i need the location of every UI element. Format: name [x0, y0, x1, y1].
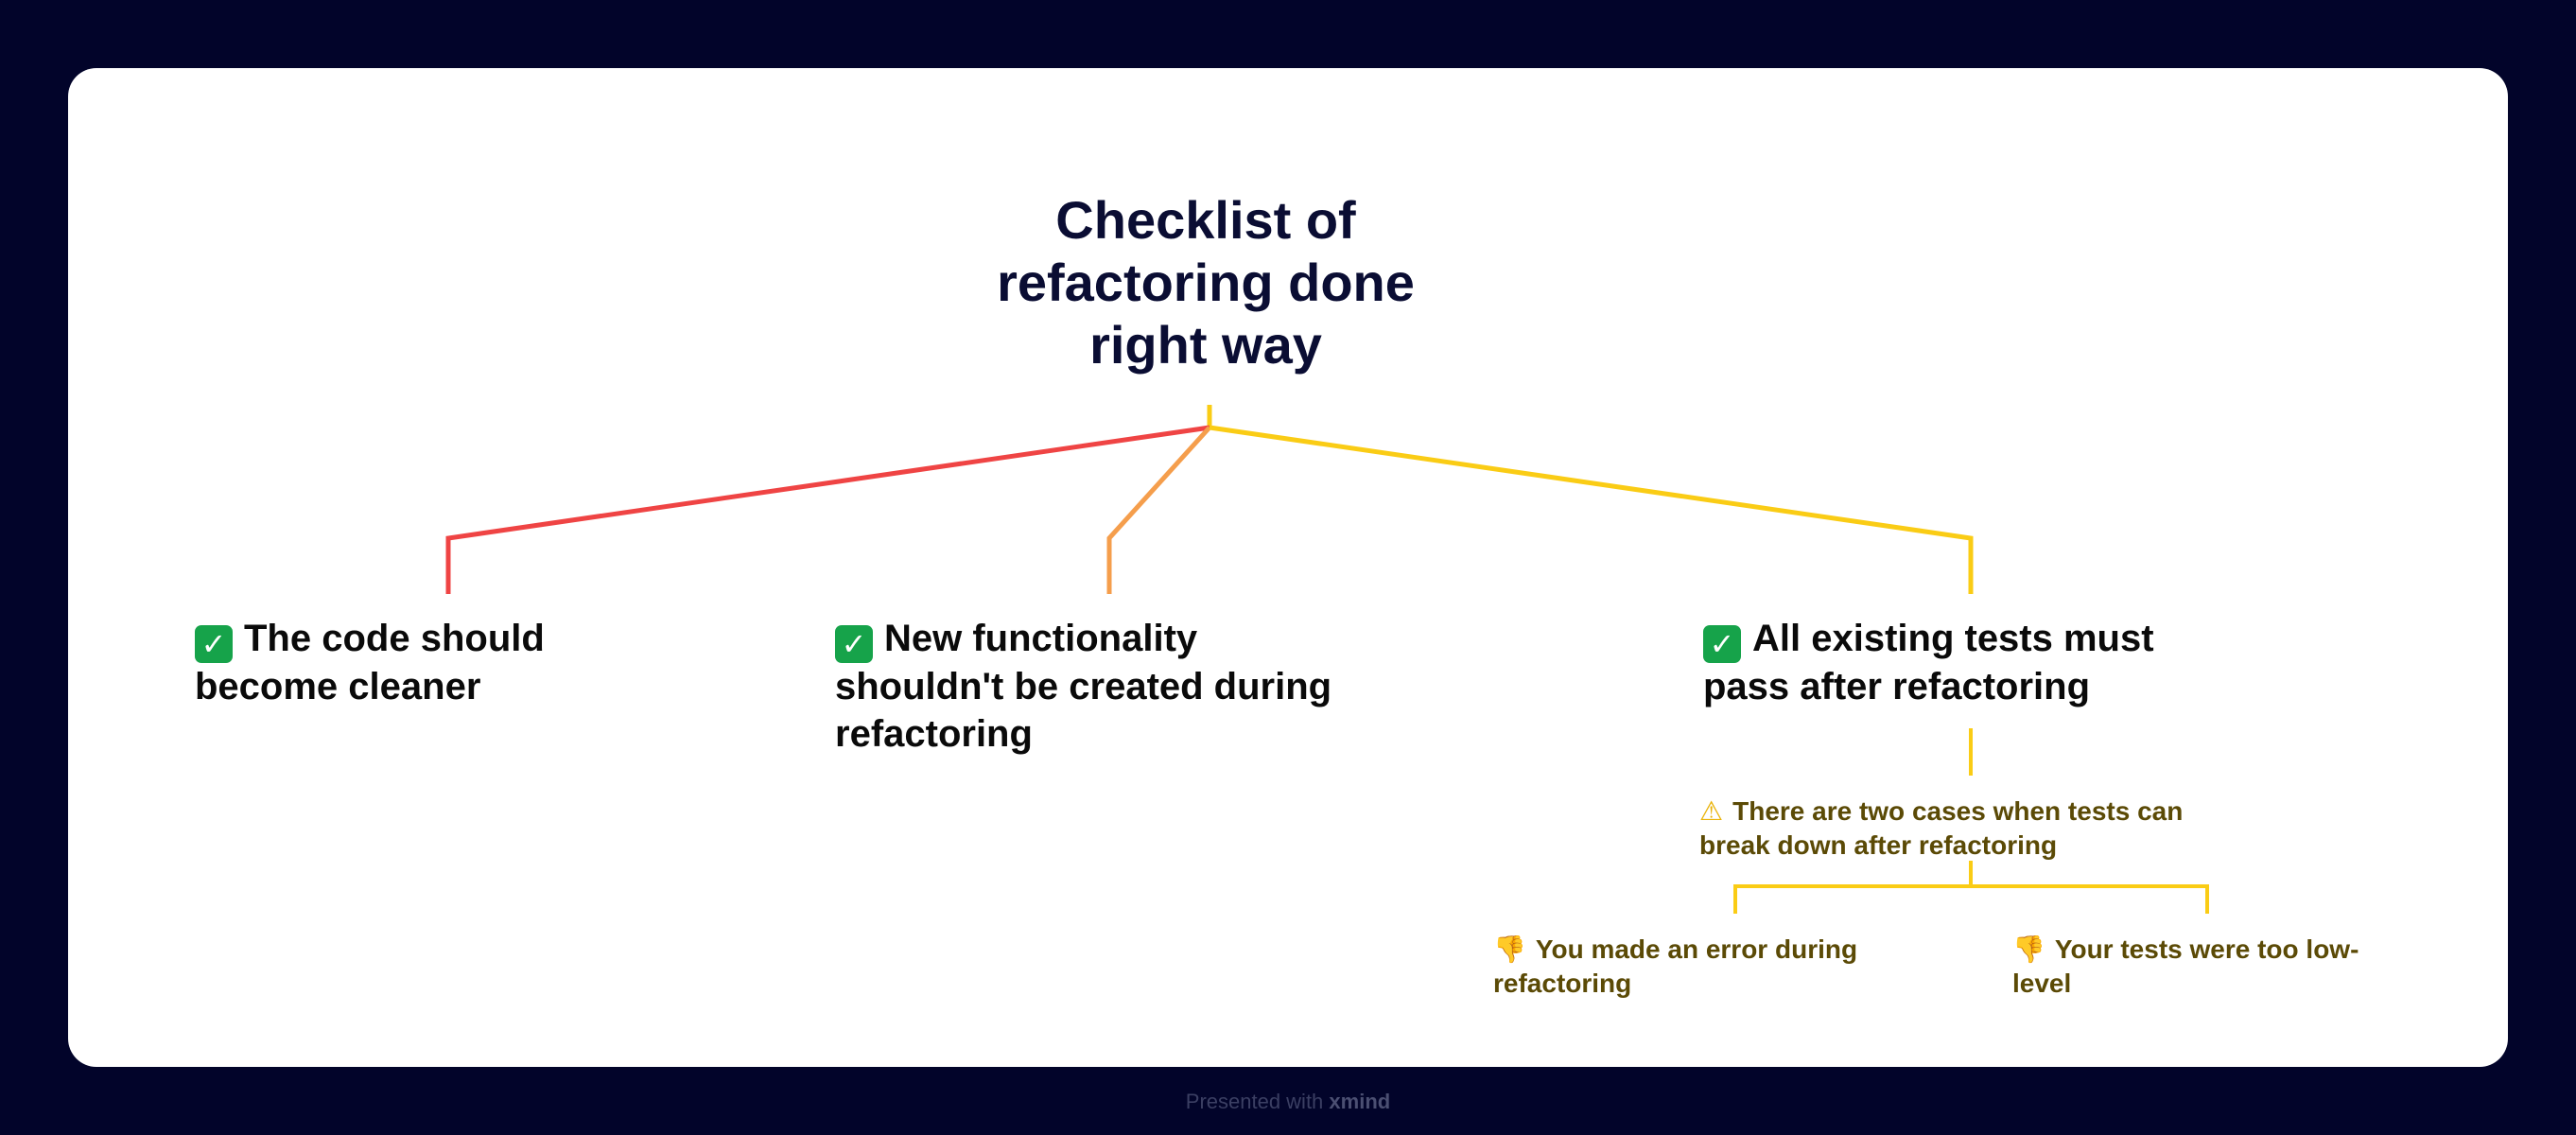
- central-topic-line-3: right way: [1089, 315, 1322, 375]
- footer-prefix: Presented with: [1185, 1090, 1324, 1113]
- central-topic[interactable]: Checklist of refactoring done right way: [941, 189, 1471, 376]
- subtopic-line: There are two cases when tests can: [1732, 796, 2184, 826]
- subtopic-two-cases[interactable]: ⚠ There are two cases when tests can brea…: [1699, 794, 2210, 863]
- topic-line: New functionality: [884, 618, 1198, 659]
- case-line: Your tests were too low-: [2054, 934, 2359, 964]
- central-topic-line-1: Checklist of: [1055, 190, 1356, 250]
- case-tests-too-low-level[interactable]: 👎 Your tests were too low- level: [2012, 933, 2391, 1001]
- thumbs-down-icon: 👎: [1493, 934, 1526, 965]
- case-line: refactoring: [1493, 969, 1632, 998]
- topic-line: pass after refactoring: [1703, 666, 2091, 707]
- topic-line: All existing tests must: [1752, 618, 2154, 659]
- case-error-during-refactoring[interactable]: 👎 You made an error during refactoring: [1493, 933, 1890, 1001]
- topic-tests-must-pass[interactable]: ✓ All existing tests must pass after refa…: [1703, 615, 2233, 710]
- topic-line: shouldn't be created during: [835, 666, 1332, 707]
- check-mark-icon: ✓: [835, 625, 873, 663]
- check-mark-icon: ✓: [195, 625, 233, 663]
- case-line: You made an error during: [1535, 934, 1858, 964]
- thumbs-down-icon: 👎: [2012, 934, 2045, 965]
- topic-line: become cleaner: [195, 666, 481, 707]
- warning-icon: ⚠: [1699, 795, 1724, 827]
- topic-no-new-functionality[interactable]: ✓ New functionality shouldn't be created …: [835, 615, 1384, 758]
- central-topic-line-2: refactoring done: [997, 253, 1415, 312]
- topic-code-cleaner[interactable]: ✓ The code should become cleaner: [195, 615, 687, 710]
- topic-line: The code should: [244, 618, 545, 659]
- presented-with-footer[interactable]: Presented with xmind: [0, 1088, 2576, 1116]
- subtopic-line: break down after refactoring: [1699, 830, 2058, 860]
- check-mark-icon: ✓: [1703, 625, 1741, 663]
- topic-line: refactoring: [835, 713, 1033, 755]
- case-line: level: [2012, 969, 2072, 998]
- xmind-brand: xmind: [1329, 1090, 1391, 1113]
